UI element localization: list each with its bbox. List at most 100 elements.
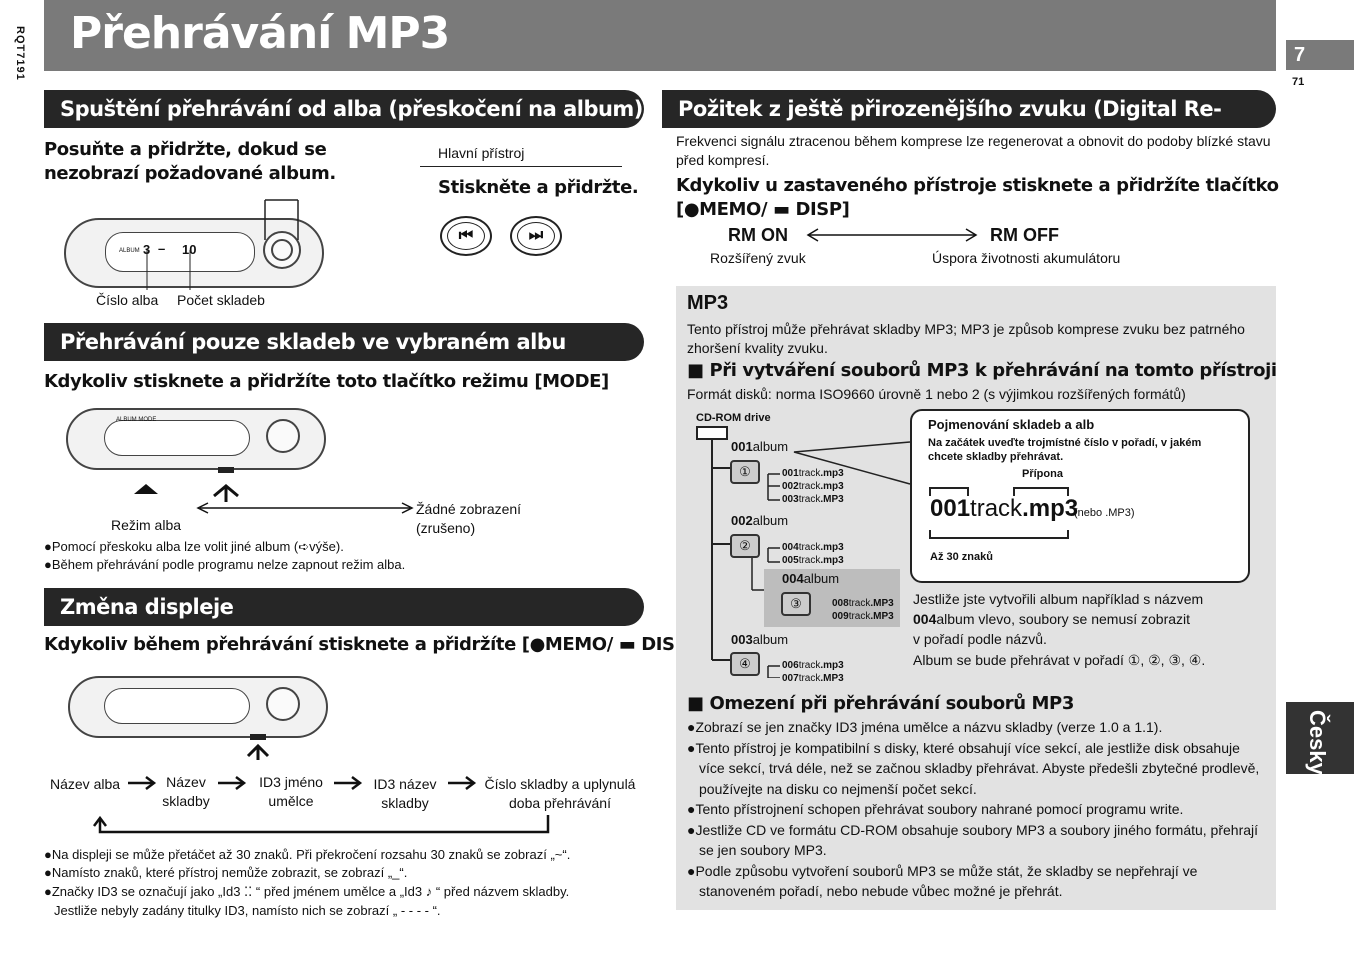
album-label: 004album xyxy=(782,571,840,586)
device-display xyxy=(105,232,255,272)
instruction-line: nezobrazí požadované album. xyxy=(44,163,336,184)
flow-step-1: Název alba xyxy=(50,776,121,792)
rm-on-description: Rozšířený zvuk xyxy=(710,250,806,266)
display-album-value: 3 xyxy=(143,242,151,257)
jog-knob xyxy=(266,687,300,721)
mp3-subheading: ■ Při vytváření souborů MP3 k přehrávání… xyxy=(687,360,1277,381)
disc-format: Formát disků: norma ISO9660 úrovně 1 neb… xyxy=(687,386,1186,402)
display-dash: – xyxy=(158,241,166,256)
section-heading-album-skip: Spuštění přehrávání od alba (přeskočení … xyxy=(44,90,644,128)
example-brackets xyxy=(929,487,1069,539)
order-note: Album se bude přehrávat v pořadí ①, ②, ③… xyxy=(913,652,1206,668)
drive-icon xyxy=(696,426,728,440)
up-arrow-icon xyxy=(246,743,270,760)
page-title: Přehrávání MP3 xyxy=(70,8,450,59)
instruction-line: Kdykoliv během přehrávání stisknete a př… xyxy=(44,634,696,655)
folder-icon: ② xyxy=(730,534,760,558)
example-filename: 001track.mp3 xyxy=(930,495,1079,522)
callout-pointer xyxy=(793,441,911,485)
bullet-text: ●Namísto znaků, které přístroj nemůže zo… xyxy=(44,865,408,880)
folder-icon: ④ xyxy=(730,652,760,676)
list-item: ●Zobrazí se jen značky ID3 jména umělce … xyxy=(687,719,1163,735)
display-track-value: 10 xyxy=(182,242,197,257)
track-count-label: Počet skladeb xyxy=(177,292,265,308)
jog-knob xyxy=(266,419,300,453)
naming-callout xyxy=(910,409,1250,583)
press-hold-label: Stiskněte a přidržte. xyxy=(438,177,639,198)
mp3-heading: MP3 xyxy=(687,292,729,314)
bullet-text: ●Na displeji se může přetáčet až 30 znak… xyxy=(44,847,571,862)
skip-forward-button[interactable]: ⏭ xyxy=(510,216,562,256)
page-number: 7 xyxy=(1286,40,1354,70)
mp3-subheading: ■ Omezení při přehrávání souborů MP3 xyxy=(687,693,1074,714)
divider xyxy=(420,166,622,167)
album-label: 001album xyxy=(731,439,789,454)
bullet-text: ●Pomocí přeskoku alba lze volit jiné alb… xyxy=(44,539,344,554)
rm-off-label: RM OFF xyxy=(990,225,1059,245)
remaster-intro: Frekvenci signálu ztracenou během kompre… xyxy=(676,133,1271,168)
track-list: 008track.MP3 009track.MP3 xyxy=(832,598,894,622)
instruction-line: Kdykoliv stisknete a přidržíte toto tlač… xyxy=(44,371,609,392)
drive-label: CD-ROM drive xyxy=(696,412,771,424)
flow-step-4: ID3 název skladby xyxy=(373,776,437,811)
track-list: 001track.mp3 002track.mp3 003track.MP3 xyxy=(782,468,844,505)
page-sub-number: 71 xyxy=(1292,76,1305,88)
title-bar: Přehrávání MP3 xyxy=(44,0,1276,71)
device-display xyxy=(104,688,250,724)
list-item: ●Jestliže CD ve formátu CD-ROM obsahuje … xyxy=(687,821,1259,859)
order-note: 004album vlevo, soubory se nemusí zobraz… xyxy=(913,611,1191,627)
bullet-text: Jestliže nebyly zadány titulky ID3, namí… xyxy=(54,903,441,918)
album-number-label: Číslo alba xyxy=(96,292,159,308)
album-label: 003album xyxy=(731,632,789,647)
bullet-text: ●Během přehrávání podle programu nelze z… xyxy=(44,557,406,572)
skip-forward-icon: ⏭ xyxy=(517,222,555,250)
folder-icon: ① xyxy=(730,460,760,484)
skip-back-icon: ⏮ xyxy=(447,222,485,250)
list-item: ●Tento přístrojnení schopen přehrávat so… xyxy=(687,801,1184,817)
instruction-line: Posuňte a přidržte, dokud se xyxy=(44,139,327,160)
list-item: ●Podle způsobu vytvoření souborů MP3 se … xyxy=(687,862,1198,900)
display-album-mode-label: ALBUM MODE xyxy=(116,417,157,423)
mode-button[interactable] xyxy=(218,467,234,473)
folder-icon: ③ xyxy=(781,592,811,616)
language-tab: Česky xyxy=(1286,702,1354,775)
instruction-line: [●MEMO/ ▬ DISP] xyxy=(676,199,850,220)
section-heading-display-change: Změna displeje xyxy=(44,588,644,626)
example-alt-extension: (nebo .MP3) xyxy=(1074,507,1135,519)
cancelled-label: (zrušeno) xyxy=(416,520,476,536)
device-display xyxy=(104,420,250,456)
mp3-intro: Tento přístroj může přehrávat skladby MP… xyxy=(687,321,1245,356)
track-list: 006track.mp3 007track.MP3 xyxy=(782,660,844,684)
no-display-label: Žádné zobrazení xyxy=(416,501,522,517)
section-heading-remaster: Požitek z ještě přirozenějšího zvuku (Di… xyxy=(662,90,1276,159)
jog-knob-center xyxy=(271,239,293,261)
flow-step-5: Číslo skladby a uplynulá doba přehrávání xyxy=(484,776,636,811)
max-characters: Až 30 znaků xyxy=(930,551,993,563)
order-note: v pořadí podle názvů. xyxy=(913,631,1047,647)
language-tab-label: Česky xyxy=(1305,710,1330,775)
list-item: ●Tento přístroj je kompatibilní s disky,… xyxy=(687,739,1260,797)
disp-button[interactable] xyxy=(250,734,266,740)
rm-off-description: Úspora životnosti akumulátoru xyxy=(932,250,1121,266)
track-list: 004track.mp3 005track.mp3 xyxy=(782,542,844,566)
flow-step-3: ID3 jméno umělce xyxy=(259,774,323,809)
album-mode-label: Režim alba xyxy=(111,517,182,533)
device-callout-lines xyxy=(146,199,299,290)
main-unit-label: Hlavní přístroj xyxy=(438,145,525,161)
skip-back-button[interactable]: ⏮ xyxy=(440,216,492,256)
section-heading-album-mode: Přehrávání pouze skladeb ve vybraném alb… xyxy=(44,323,644,392)
order-note: Jestliže jste vytvořili album například … xyxy=(913,591,1204,607)
limits-list: ●Zobrazí se jen značky ID3 jména umělce … xyxy=(687,717,1267,902)
bullet-text: ●Značky ID3 se označují jako „Id3 ⁚⁚ “ p… xyxy=(44,884,570,899)
instruction-line: Kdykoliv u zastaveného přístroje stiskne… xyxy=(676,175,1279,196)
flow-arrows xyxy=(93,776,550,834)
rm-toggle-arrow xyxy=(806,228,978,242)
display-album-label: ALBUM xyxy=(119,248,140,254)
rm-on-label: RM ON xyxy=(728,225,788,245)
document-code: RQT7191 xyxy=(14,26,26,81)
naming-note: Na začátek uveďte trojmístné číslo v poř… xyxy=(928,437,1202,463)
mode-arrows xyxy=(134,484,414,514)
flow-step-2: Název skladby xyxy=(162,774,210,809)
naming-title: Pojmenování skladeb a alb xyxy=(928,417,1095,432)
album-label: 002album xyxy=(731,513,789,528)
